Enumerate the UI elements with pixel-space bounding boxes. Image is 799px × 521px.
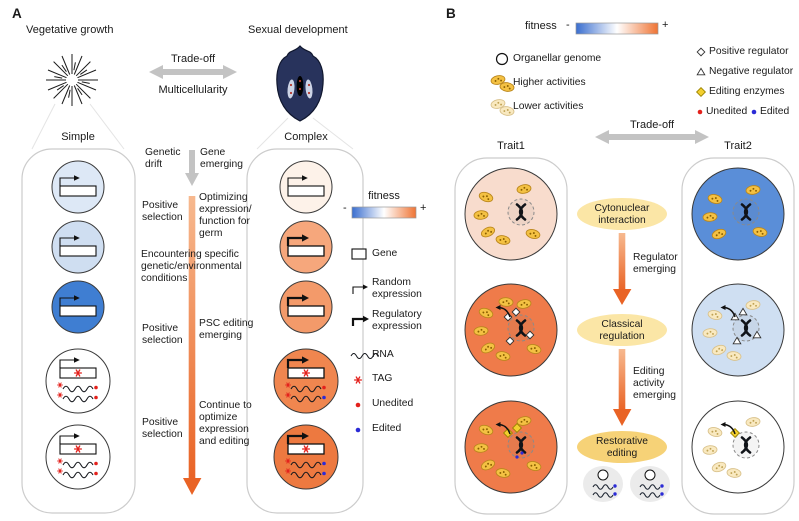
trait1-cell-2 [464,283,558,377]
editing-enzymes-label: Editing enzymes [709,86,785,97]
germ-transcripts-1 [583,466,623,502]
fitness-gradient-b [575,22,659,35]
stage1-label: Cytonuclear interaction [594,203,650,227]
fitness-label-b: fitness [525,20,557,32]
tradeoff-label-b: Trade-off [629,119,675,131]
stage1-ellipse [577,198,667,230]
vegetative-growth-label: Vegetative growth [26,24,114,36]
fitness-plus-b: + [662,19,669,31]
optimizing-label: Optimizing expression/ function for germ [199,192,252,240]
cell-simple-5 [45,424,111,490]
stage2-ellipse [577,314,667,346]
fruiting-body-illustration [276,45,324,122]
positive-selection-1: Positive selection [142,200,183,224]
fitness-gradient-a [351,206,417,219]
unedited-legend-label-a: Unedited [372,398,414,409]
trait1-cell-1 [464,167,558,261]
higher-activities-icon [489,73,516,93]
random-expression-label: Random expression [372,277,422,301]
panel-a-label: A [12,6,22,21]
regulator-emerging-label: Regulator emerging [633,252,678,276]
gene-emerging-label: Gene emerging [200,147,243,171]
cell-simple-1 [51,160,105,214]
positive-regulator-label: Positive regulator [709,46,789,57]
fitness-minus-a: - [343,202,347,214]
tradeoff-arrow-a [149,65,237,79]
selection-arrow-a [183,196,202,495]
cell-complex-5 [273,424,339,490]
trait2-label: Trait2 [724,140,752,152]
trait2-cell-2 [691,283,785,377]
positive-selection-3: Positive selection [142,417,183,441]
stage3-label: Restorative editing [595,436,649,460]
lower-activities-label: Lower activities [513,101,584,112]
fitness-minus-b: - [566,19,570,31]
random-expression-icon [352,284,368,294]
cell-simple-2 [51,220,105,274]
negative-regulator-icon [696,67,706,76]
panel-b-label: B [446,6,456,21]
trait2-cell-1 [691,167,785,261]
positive-regulator-icon [696,47,706,57]
funnel-lines-left [31,103,354,150]
fungus-illustration [46,54,98,106]
unedited-legend-label-b: Unedited [706,106,748,117]
fitness-plus-a: + [420,202,427,214]
regulatory-expression-icon [351,315,369,326]
tradeoff-label-a: Trade-off [170,53,216,65]
edited-dot-icon [355,427,361,433]
stage3-ellipse [577,431,667,463]
cell-complex-3 [279,280,333,334]
trait1-label: Trait1 [497,140,525,152]
unedited-dot-icon-b [697,109,703,115]
psc-editing-label: PSC editing emerging [199,318,254,342]
unedited-dot-icon [355,402,361,408]
complex-label: Complex [284,131,328,143]
gene-icon [351,248,367,260]
genetic-drift-label: Genetic drift [145,147,181,171]
continue-optimize-label: Continue to optimize expression and edit… [199,400,252,448]
editing-enzyme-icon [696,87,706,97]
stage2-label: Classical regulation [599,319,645,343]
stage-arrow-2 [613,349,632,426]
cell-complex-4 [273,348,339,414]
cell-complex-1 [279,160,333,214]
rna-legend-label: RNA [372,349,394,360]
edited-legend-label-a: Edited [372,423,402,434]
encountering-label: Encountering specific genetic/environmen… [141,249,242,285]
lower-activities-icon [489,97,516,117]
regulatory-expression-label: Regulatory expression [372,309,422,333]
negative-regulator-label: Negative regulator [709,66,794,77]
tradeoff-arrow-b [595,130,709,144]
editing-emerging-label: Editing activity emerging [633,366,676,402]
germ-transcripts-2 [630,466,670,502]
organellar-genome-label: Organellar genome [513,53,602,64]
cell-simple-3 [51,280,105,334]
cell-complex-2 [279,220,333,274]
edited-dot-icon-b [751,109,757,115]
tag-legend-label: TAG [372,373,393,384]
sexual-development-label: Sexual development [248,24,348,36]
simple-label: Simple [61,131,95,143]
edited-legend-label-b: Edited [760,106,790,117]
higher-activities-label: Higher activities [513,77,586,88]
gene-emerging-arrow [185,150,199,186]
stage-arrow-1 [613,233,632,305]
trait2-cell-3 [691,400,785,494]
positive-selection-2: Positive selection [142,323,183,347]
gene-legend-label: Gene [372,248,398,259]
organellar-genome-icon [495,52,509,66]
multicellularity-label: Multicellularity [158,84,228,96]
cell-simple-4 [45,348,111,414]
fitness-label-a: fitness [368,190,400,202]
trait1-cell-3 [464,400,558,494]
